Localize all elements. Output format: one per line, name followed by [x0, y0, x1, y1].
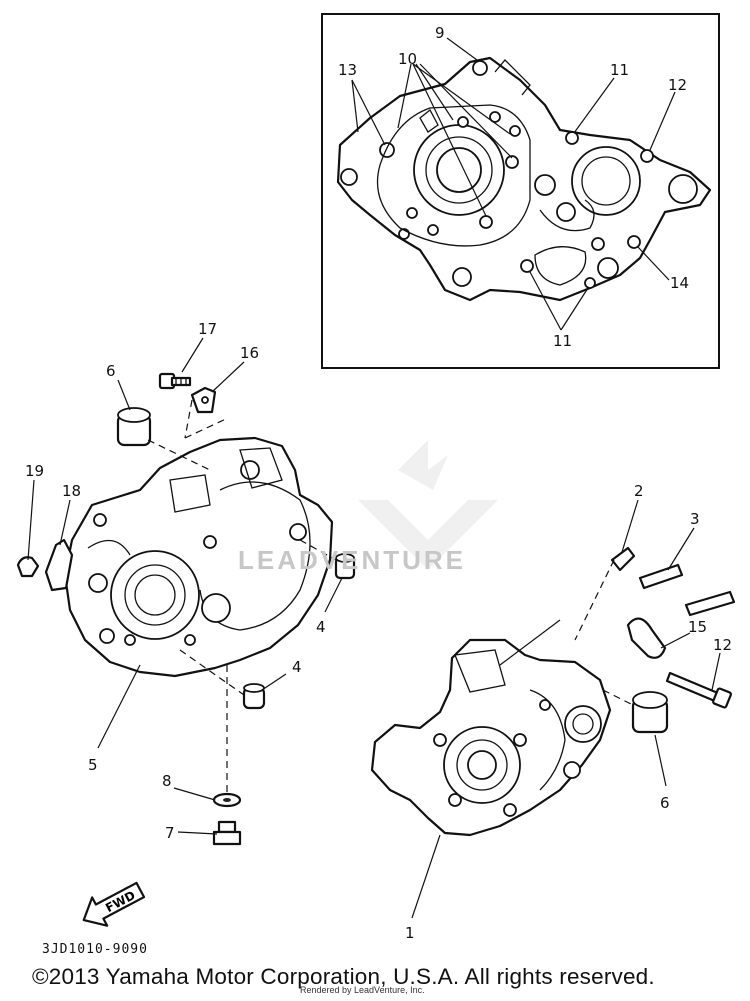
- leadventure-logo-icon: [358, 440, 498, 570]
- breather-18: [44, 538, 74, 592]
- callout-4-lower: 4: [292, 658, 302, 676]
- clamp-15: [626, 617, 667, 659]
- diagram-code: 3JD1010-9090: [42, 942, 148, 957]
- callout-2: 2: [634, 482, 644, 500]
- callout-9: 9: [435, 24, 445, 42]
- inset-frame: [321, 13, 720, 369]
- callout-17: 17: [198, 320, 217, 338]
- copyright-notice: ©2013 Yamaha Motor Corporation, U.S.A. A…: [32, 964, 655, 989]
- callout-5: 5: [88, 756, 98, 774]
- bolt-12: [665, 671, 732, 709]
- callout-6-right: 6: [660, 794, 670, 812]
- watermark-text: LEADVENTURE: [238, 545, 467, 575]
- fwd-arrow-icon: FWD: [82, 881, 146, 927]
- callout-6-left: 6: [106, 362, 116, 380]
- callout-15: 15: [688, 618, 707, 636]
- nipple-2: [610, 546, 636, 572]
- callout-12-inset: 12: [668, 76, 687, 94]
- callout-8: 8: [162, 772, 172, 790]
- right-crankcase-half: [370, 638, 612, 837]
- pipe-3: [638, 563, 736, 617]
- rendered-by-note: Rendered by LeadVenture, Inc.: [300, 985, 425, 995]
- callout-14: 14: [670, 274, 689, 292]
- bolt-17: [158, 372, 192, 390]
- callout-7: 7: [165, 824, 175, 842]
- callout-1: 1: [405, 924, 415, 942]
- bush-6-right: [631, 691, 669, 734]
- callout-16: 16: [240, 344, 259, 362]
- inset-crankcase-view: [336, 56, 712, 302]
- callout-13: 13: [338, 61, 357, 79]
- callout-19: 19: [25, 462, 44, 480]
- bush-6-left: [116, 407, 152, 447]
- callout-12: 12: [713, 636, 732, 654]
- callout-18: 18: [62, 482, 81, 500]
- drain-bolt-7: [212, 820, 242, 846]
- callout-3: 3: [690, 510, 700, 528]
- cap-19: [16, 556, 40, 578]
- dowel-4-upper: [334, 553, 356, 580]
- dowel-4-lower: [242, 683, 266, 710]
- callout-11-top: 11: [610, 61, 629, 79]
- callout-10: 10: [398, 50, 417, 68]
- left-crankcase-half: [63, 436, 334, 678]
- callout-11-bottom: 11: [553, 332, 572, 350]
- callout-4-upper: 4: [316, 618, 326, 636]
